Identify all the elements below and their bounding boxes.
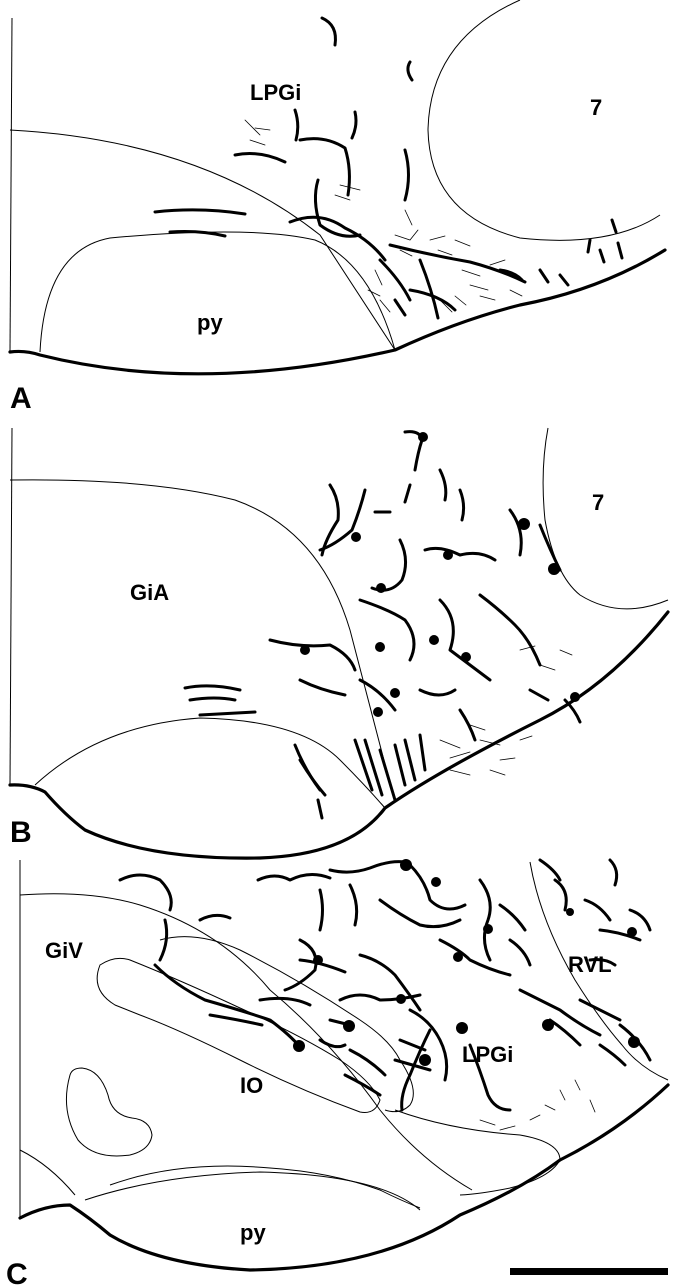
panel-a-label-lpgi: LPGi <box>250 80 301 105</box>
scale-bar <box>510 1268 668 1275</box>
panel-c-label-io: IO <box>240 1073 263 1098</box>
panel-b-label-gia: GiA <box>130 580 169 605</box>
panel-b: GiA 7 B <box>10 428 668 858</box>
panel-b-pyramid-outline <box>35 718 385 808</box>
panel-c-label-rvl: RVL <box>568 952 612 977</box>
panel-b-facial-nucleus-outline <box>543 428 668 609</box>
panel-c-medial-contour <box>20 1150 75 1195</box>
panel-c-io-body <box>160 937 413 1112</box>
panel-c: GiV RVL LPGi IO py C <box>6 859 668 1287</box>
panel-c-ventral-surface <box>20 1085 668 1270</box>
panel-a-facial-nucleus-outline <box>428 0 660 240</box>
panel-c-label-lpgi: LPGi <box>462 1042 513 1067</box>
panel-b-fibers <box>185 432 580 818</box>
panel-c-fibers <box>120 859 650 1130</box>
panel-b-gi-boundary <box>10 480 393 795</box>
panel-c-label-pyramid: py <box>240 1220 266 1245</box>
panel-b-label-facial: 7 <box>592 490 604 515</box>
panel-a-letter: A <box>10 382 32 415</box>
panel-b-letter: B <box>10 816 32 849</box>
panel-c-label-giv: GiV <box>45 938 83 963</box>
panel-a-label-facial: 7 <box>590 95 602 120</box>
panel-a: LPGi 7 py A <box>10 0 665 415</box>
panel-a-midline <box>10 18 12 352</box>
panel-b-midline <box>10 428 12 785</box>
panel-a-ventral-surface <box>10 250 665 374</box>
panel-a-fibers <box>155 18 622 318</box>
panel-c-io-inner <box>97 958 380 1112</box>
panel-a-label-pyramid: py <box>197 310 223 335</box>
panel-c-io-outer <box>66 1068 152 1156</box>
panel-c-letter: C <box>6 1258 28 1287</box>
